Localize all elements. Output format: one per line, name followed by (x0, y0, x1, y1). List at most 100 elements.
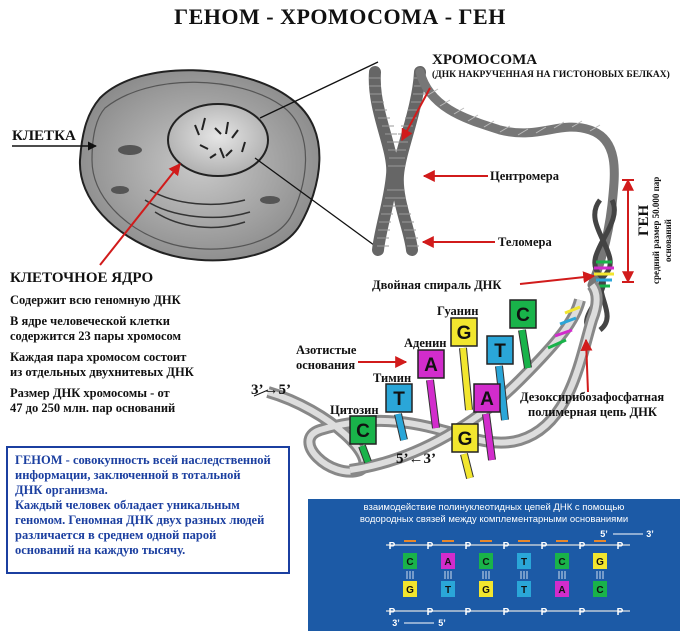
base-top-letter: T (521, 557, 527, 568)
base-bottom-letter: T (445, 585, 451, 596)
nucleotide-stem (427, 379, 439, 429)
base-bottom-letter: G (406, 585, 414, 596)
end-35-label: 3’→5’ (251, 382, 291, 398)
base-bottom-letter: C (596, 585, 603, 596)
hydrogen-bond-panel: взаимодействие полинуклеотидных цепей ДН… (308, 499, 680, 631)
phosphate-bottom: P (465, 607, 472, 618)
base-top (517, 553, 531, 569)
nucleotide-stem (395, 413, 407, 441)
phosphate-bottom: P (579, 607, 586, 618)
nucleotide-letter: A (424, 355, 438, 376)
page-title: ГЕНОМ - ХРОМОСОМА - ГЕН (174, 4, 506, 29)
strand-direction-bottom: 3’ (392, 618, 400, 628)
base-bottom-letter: G (482, 585, 490, 596)
nucleotide-flag-t: T (486, 335, 514, 421)
nucleus-line-6: Размер ДНК хромосомы - от (10, 386, 170, 400)
genome-line-2: информации, заключенной в тотальной (15, 468, 241, 482)
genome-definition-box: ГЕНОМ - совокупность всей наследственной… (6, 446, 290, 574)
gene-size-line2: оснований (663, 219, 673, 262)
base-bottom (403, 581, 417, 597)
nucleotide-box (417, 349, 445, 379)
genome-line-5: геномом. Геномная ДНК двух разных людей (15, 513, 265, 527)
nucleus-info: КЛЕТОЧНОЕ ЯДРО Содержит всю геномную ДНК… (10, 270, 300, 416)
nucleotide-stem (359, 444, 371, 464)
genome-line-7: оснований на каждую тысячу. (15, 543, 186, 557)
base-top (593, 553, 607, 569)
nucleotide-stem (519, 329, 531, 369)
nucleotide-stem (461, 453, 473, 479)
phosphate-top: P (503, 541, 510, 552)
nucleotide-stem (483, 413, 495, 461)
nucleotide-letter: T (494, 341, 506, 362)
double-helix-label: Двойная спираль ДНК (372, 278, 502, 292)
phosphate-bottom: P (427, 607, 434, 618)
nucleotide-letter: G (457, 323, 472, 344)
nucleotide-letter: A (480, 389, 494, 410)
genome-line-1: ГЕНОМ - совокупность всей наследственной (15, 453, 271, 467)
phosphate-top: P (617, 541, 624, 552)
base-top-letter: G (596, 557, 604, 568)
nucleotide-letter: C (356, 421, 370, 442)
nucleotide-box (385, 383, 413, 413)
base-bottom-letter: A (558, 585, 565, 596)
phosphate-top: P (427, 541, 434, 552)
nucleotide-box (473, 383, 501, 413)
hydrogen-bond-caption: взаимодействие полинуклеотидных цепей ДН… (308, 502, 680, 526)
nucleus-heading: КЛЕТОЧНОЕ ЯДРО (10, 270, 154, 286)
base-top (479, 553, 493, 569)
nucleotide-flag-c: C (509, 299, 537, 369)
genome-line-3: ДНК организма. (15, 483, 108, 497)
phosphate-top: P (541, 541, 548, 552)
nucleotide-flag-a: A (473, 383, 501, 461)
chromosome-label: ХРОМОСОМА (432, 52, 538, 68)
nucleotide-letter: G (458, 429, 473, 450)
cell-illustration (78, 69, 321, 262)
nucleotide-stem (496, 365, 508, 421)
nucleus-line-4: Каждая пара хромосом состоит (10, 350, 187, 364)
nucleotide-box (450, 317, 478, 347)
nucleus-line-5: из отдельных двухнитевых ДНК (10, 365, 194, 379)
base-bottom-letter: T (521, 585, 527, 596)
base-top-letter: C (482, 557, 489, 568)
adenine-label: Аденин (404, 336, 447, 350)
base-top-letter: C (406, 557, 413, 568)
nitrogen-bases-label-2: основания (296, 358, 356, 372)
nucleotide-box (451, 423, 479, 453)
guanine-label: Гуанин (437, 304, 479, 318)
chromosome-illustration (368, 66, 426, 256)
base-bottom (555, 581, 569, 597)
cell-label: КЛЕТКА (12, 128, 76, 144)
nucleus-line-3: содержится 23 пары хромосом (10, 329, 182, 343)
base-top-letter: A (444, 557, 451, 568)
base-top-letter: C (558, 557, 565, 568)
nucleotide-flag-g: G (451, 423, 479, 479)
base-bottom (593, 581, 607, 597)
phosphate-bottom: P (389, 607, 396, 618)
nucleus-line-7: 47 до 250 млн. пар оснований (10, 401, 176, 415)
nucleotide-flag-a: A (417, 349, 445, 429)
hydrogen-bond-caption-2: водородных связей между комплементарными… (359, 514, 629, 525)
gene-bracket (622, 178, 634, 284)
genome-line-6: различается в среднем одной парой (15, 528, 217, 542)
nitrogen-bases-label-1: Азотистые (296, 343, 357, 357)
base-top (403, 553, 417, 569)
base-bottom (441, 581, 455, 597)
phosphate-bottom: P (503, 607, 510, 618)
base-bottom (479, 581, 493, 597)
backbone-label-2: полимерная цепь ДНК (528, 405, 657, 419)
thymine-label: Тимин (373, 371, 412, 385)
strand-direction-top: 5’ (600, 529, 608, 539)
nucleotide-flag-c: C (349, 415, 377, 464)
strand-direction-bottom-end: 5’ (438, 618, 446, 628)
phosphate-bottom: P (617, 607, 624, 618)
nucleotide-box (509, 299, 537, 329)
nucleotide-flag-g: G (450, 317, 478, 411)
telomere-label: Теломера (498, 235, 552, 249)
centromere-label: Центромера (490, 169, 559, 183)
phosphate-bottom: P (541, 607, 548, 618)
nucleotide-stem (460, 347, 472, 411)
strand-direction-top-end: 3’ (646, 529, 654, 539)
